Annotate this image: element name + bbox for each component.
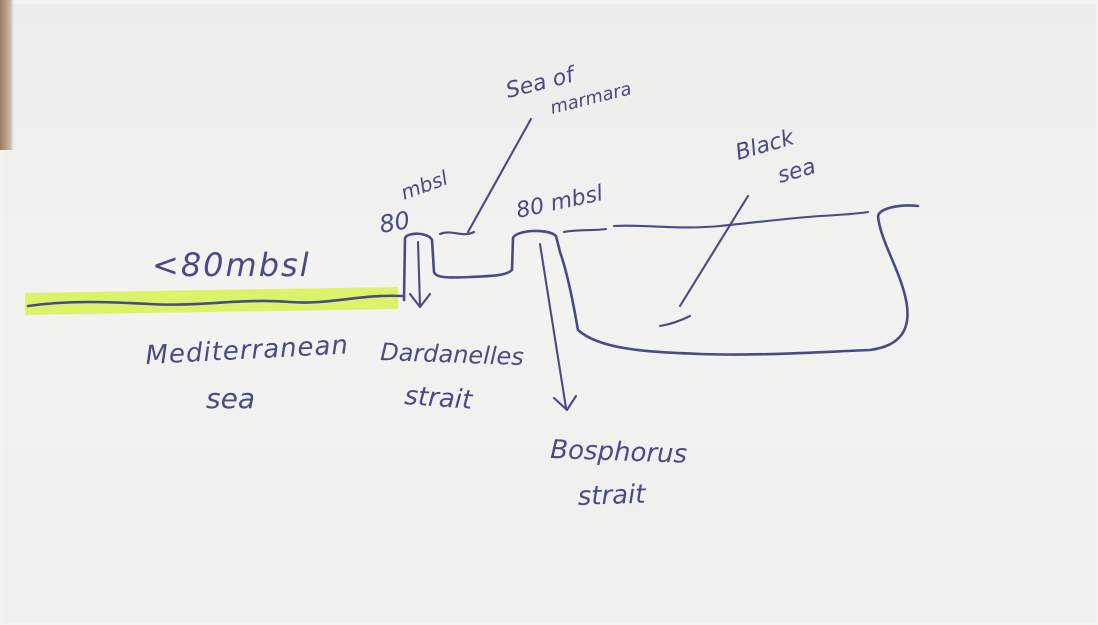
label-dardanelles-2: strait <box>404 381 475 416</box>
label-left-sill-depth-value: 80 <box>377 206 412 239</box>
label-mediterranean-2: sea <box>206 382 255 415</box>
label-black-sea-1: Black <box>733 125 798 166</box>
label-mediterranean-depth: <80mbsl <box>152 246 311 284</box>
label-bosphorus-2: strait <box>577 480 647 512</box>
marmara-basin-outline <box>402 229 562 302</box>
dardanelles-arrow <box>408 240 432 309</box>
marmara-water-line <box>438 230 476 236</box>
desk-edge <box>0 0 14 150</box>
label-dardanelles-1: Dardanelles <box>380 338 524 371</box>
label-right-sill-depth: 80 mbsl <box>514 181 605 224</box>
black-sea-pointer-line <box>678 194 750 308</box>
label-bosphorus-1: Bosphorus <box>550 435 688 470</box>
label-black-sea-2: sea <box>775 154 819 189</box>
bosphorus-arrow <box>538 242 578 412</box>
black-sea-water-line <box>562 210 870 234</box>
label-left-sill-depth-unit: mbsl <box>398 166 452 205</box>
black-sea-basin-outline <box>558 204 920 356</box>
marmara-pointer-line <box>466 117 533 234</box>
label-mediterranean-1: Mediterranean <box>145 330 350 371</box>
mediterranean-sea-line <box>26 294 404 308</box>
black-sea-pointer-mark <box>658 314 692 328</box>
